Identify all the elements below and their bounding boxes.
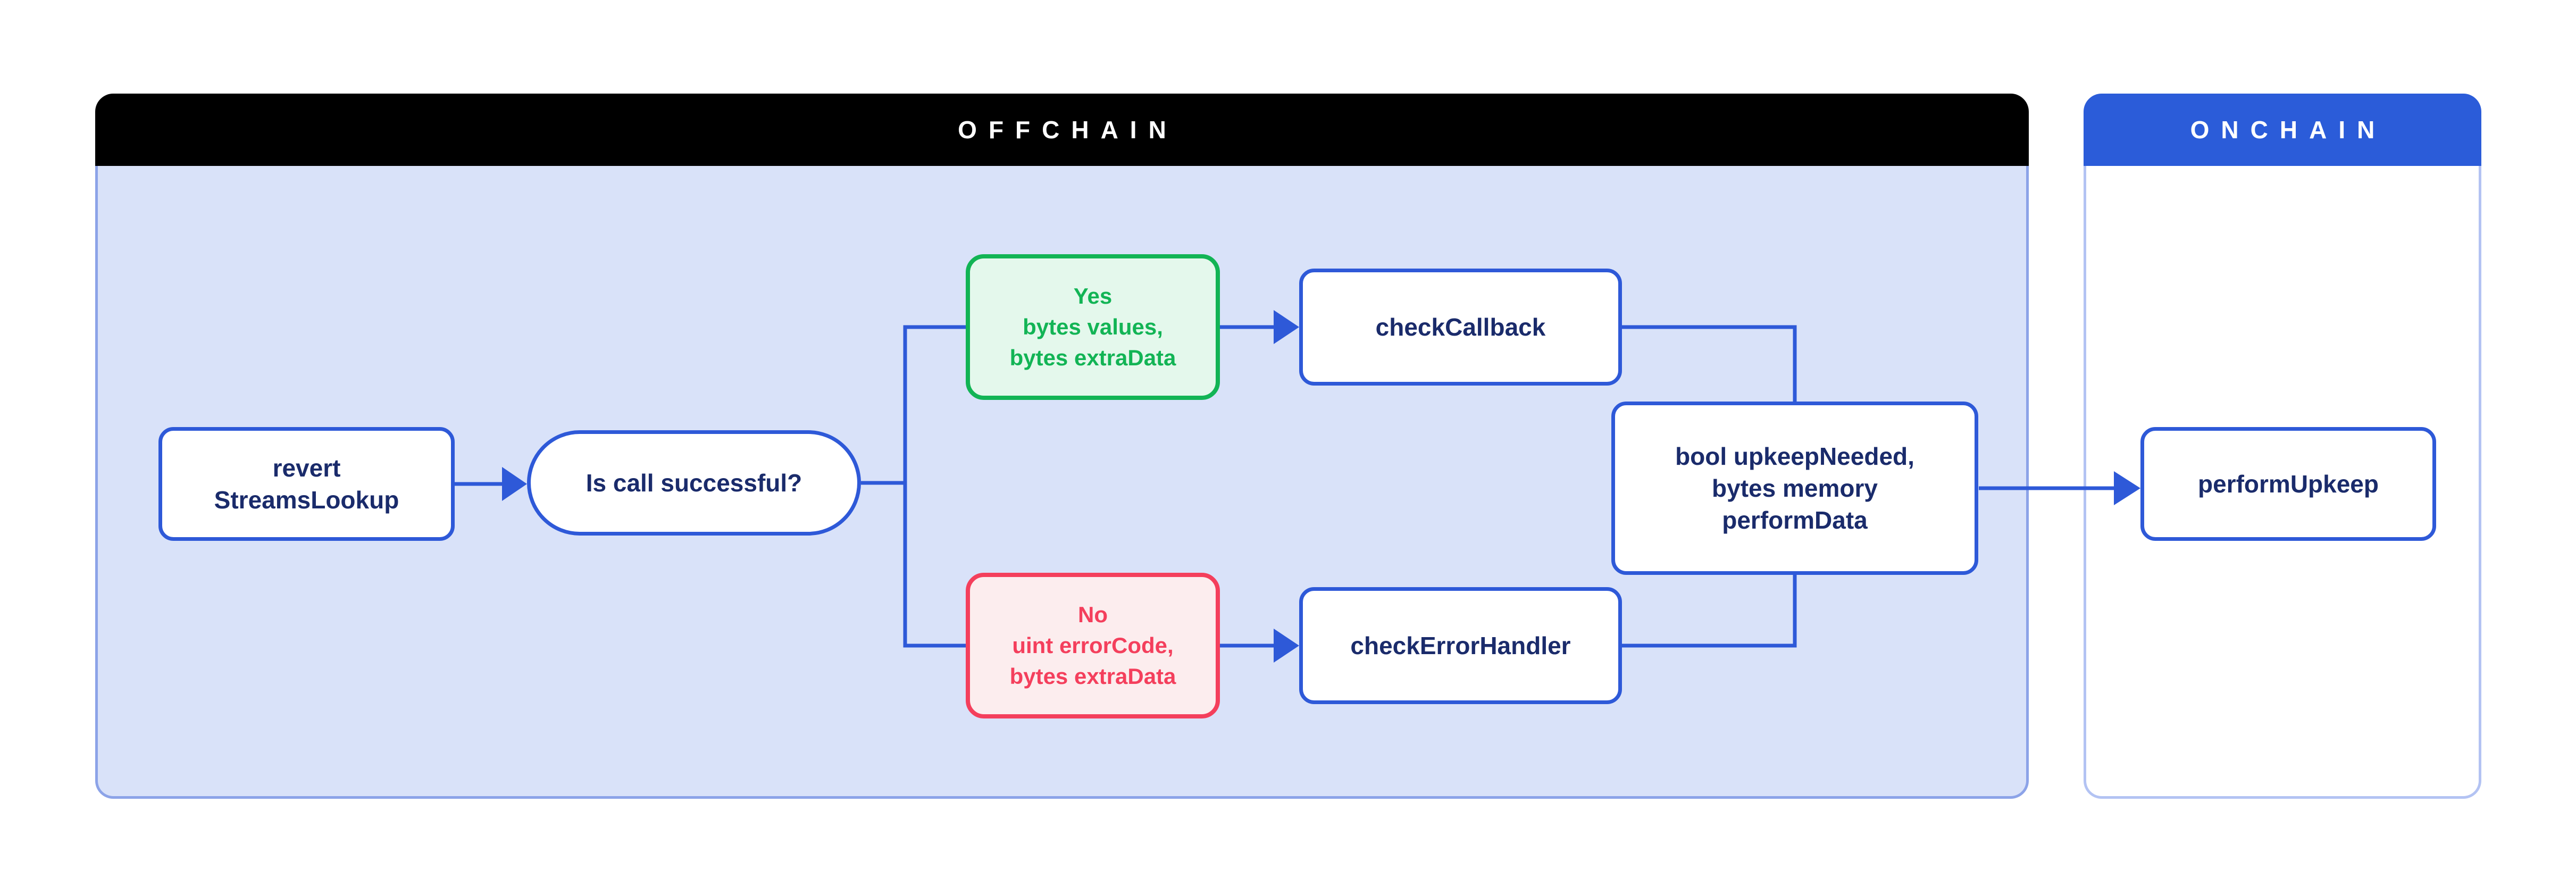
offchain-header: OFFCHAIN [95,94,2029,166]
connector-checkcallback-to-upkeep [1622,325,1797,402]
node-upkeep-line3: performData [1722,506,1868,534]
node-checkerrorhandler: checkErrorHandler [1299,587,1622,704]
node-yes-branch: Yes bytes values, bytes extraData [966,254,1220,400]
connector-checkerrorhandler-to-upkeep [1622,575,1797,648]
node-upkeepneeded-performdata: bool upkeepNeeded, bytes memory performD… [1611,402,1978,575]
node-revert-streamslookup: revert StreamsLookup [158,427,455,541]
node-is-call-successful: Is call successful? [527,430,861,536]
arrowhead-performupkeep [2114,471,2140,505]
onchain-header: ONCHAIN [2084,94,2481,166]
node-revert-line2: StreamsLookup [214,486,399,514]
arrowhead-question [502,467,527,501]
node-yes-line3: bytes extraData [1009,345,1176,370]
offchain-title: OFFCHAIN [958,116,1178,144]
node-checkerrorhandler-label: checkErrorHandler [1350,632,1571,659]
node-yes-line1: Yes [1073,283,1113,308]
node-no-branch: No uint errorCode, bytes extraData [966,573,1220,718]
node-question-label: Is call successful? [586,469,802,497]
arrowhead-checkerrorhandler [1274,629,1299,663]
node-upkeep-line2: bytes memory [1712,474,1878,502]
node-checkcallback: checkCallback [1299,269,1622,386]
node-no-line3: bytes extraData [1009,664,1176,689]
node-performupkeep: performUpkeep [2140,427,2436,541]
node-yes-line2: bytes values, [1023,314,1163,339]
node-revert-line1: revert [272,454,341,482]
onchain-title: ONCHAIN [2190,116,2387,144]
node-upkeep-line1: bool upkeepNeeded, [1675,442,1914,470]
node-no-line2: uint errorCode, [1012,633,1174,658]
node-checkcallback-label: checkCallback [1375,313,1546,341]
node-performupkeep-label: performUpkeep [2198,470,2379,498]
arrowhead-checkcallback [1274,310,1299,344]
connector-branch-split [903,325,966,648]
node-no-line1: No [1078,602,1108,627]
